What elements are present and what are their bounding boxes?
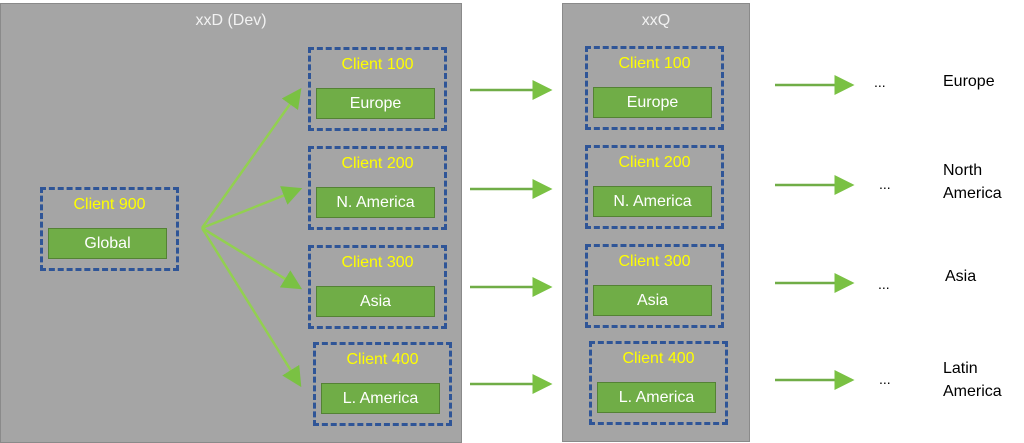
fan-arrow-100 (200, 87, 302, 229)
label-line: America (943, 185, 1002, 202)
region-europe: Europe (593, 87, 712, 118)
dev-client-300-box: Client 300 Asia (308, 245, 447, 329)
qa-client-400-box: Client 400 L. America (589, 341, 728, 425)
dev-system-title: xxD (Dev) (195, 12, 267, 29)
label-line: Europe (943, 73, 995, 90)
dev-client-100-box: Client 100 Europe (308, 47, 447, 131)
fan-arrow-200 (201, 186, 303, 230)
client-label: Client 200 (618, 154, 691, 171)
fan-arrow-400 (200, 227, 302, 388)
client-label: Client 100 (618, 55, 691, 72)
client-label: Client 400 (346, 351, 419, 368)
qa-system-title: xxQ (641, 12, 671, 29)
client-label: Client 200 (341, 155, 414, 172)
label-asia: Asia (945, 265, 976, 288)
region-asia: Asia (593, 285, 712, 316)
dev-client-200-box: Client 200 N. America (308, 146, 447, 230)
region-l-america: L. America (321, 383, 440, 414)
label-line: America (943, 383, 1002, 400)
qa-client-100-box: Client 100 Europe (585, 46, 724, 130)
fan-arrow-300 (201, 226, 303, 290)
label-line: Asia (945, 268, 977, 285)
dev-system-panel: xxD (Dev) (0, 3, 462, 443)
region-n-america: N. America (593, 186, 712, 217)
region-n-america: N. America (316, 187, 435, 218)
ellipsis: ... (878, 276, 890, 292)
label-europe: Europe (943, 70, 995, 93)
region-asia: Asia (316, 286, 435, 317)
client-label: Client 100 (341, 56, 414, 73)
ellipsis: ... (879, 176, 891, 192)
qa-client-300-box: Client 300 Asia (585, 244, 724, 328)
label-line: Latin (943, 360, 978, 377)
client-label: Client 300 (618, 253, 691, 270)
region-global: Global (48, 228, 167, 259)
qa-system-panel: xxQ (562, 3, 750, 442)
qa-client-200-box: Client 200 N. America (585, 145, 724, 229)
client-900-box: Client 900 Global (40, 187, 179, 271)
dev-client-400-box: Client 400 L. America (313, 342, 452, 426)
region-l-america: L. America (597, 382, 716, 413)
ellipsis: ... (874, 74, 886, 90)
label-line: North (943, 162, 983, 179)
client-label: Client 300 (341, 254, 414, 271)
client-label: Client 900 (73, 196, 146, 213)
client-label: Client 400 (622, 350, 695, 367)
region-europe: Europe (316, 88, 435, 119)
ellipsis: ... (879, 371, 891, 387)
